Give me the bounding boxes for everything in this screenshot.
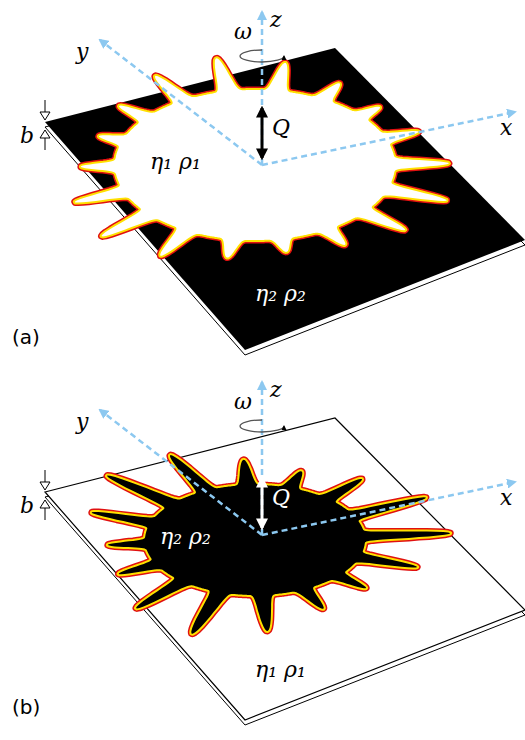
plate-black xyxy=(45,48,525,350)
rotation-label: ω xyxy=(234,20,252,44)
fingering-pattern xyxy=(75,58,449,257)
fingering-pattern xyxy=(92,455,450,634)
thickness-label: b xyxy=(20,494,34,518)
interface-edge xyxy=(75,58,449,257)
flow-arrow xyxy=(261,108,264,158)
flow-label: Q xyxy=(272,116,290,140)
interface-edge xyxy=(75,58,449,257)
flow-arrow xyxy=(261,478,264,528)
thickness-label: b xyxy=(20,124,34,148)
thickness-marker xyxy=(40,100,50,520)
interface-edge xyxy=(92,455,450,634)
panel-label: (a) xyxy=(12,326,40,348)
rotation-label: ω xyxy=(234,390,252,414)
interface-edge xyxy=(92,455,450,634)
axis-label: y xyxy=(76,410,88,434)
fluid-label: η₂ ρ₂ xyxy=(160,525,211,549)
axis-label: z xyxy=(270,8,282,32)
interface-edge xyxy=(75,58,449,257)
fluid-label: η₁ ρ₁ xyxy=(150,150,201,174)
plate-white xyxy=(45,418,525,720)
rotation-arrow xyxy=(240,50,284,432)
flow-label: Q xyxy=(272,486,290,510)
axis-label: x xyxy=(500,486,512,510)
fluid-label: η₁ ρ₁ xyxy=(255,658,306,682)
axis-label: x xyxy=(500,116,512,140)
axis-label: y xyxy=(76,40,88,64)
axes xyxy=(100,12,515,535)
panel-label: (b) xyxy=(12,696,40,718)
fluid-label: η₂ ρ₂ xyxy=(255,282,306,306)
interface-edge xyxy=(92,455,450,634)
axis-label: z xyxy=(270,378,282,402)
